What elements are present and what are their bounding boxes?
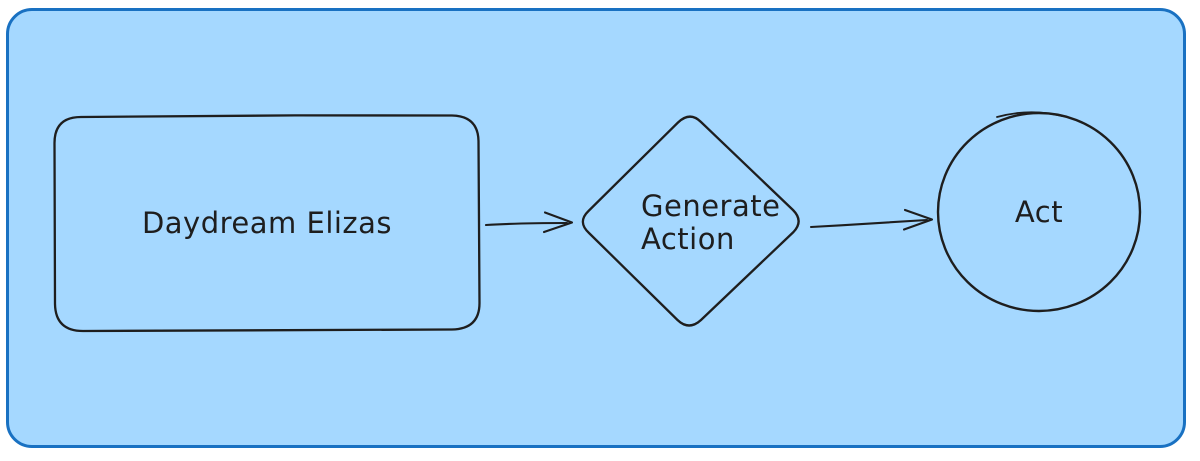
node-label-act: Act <box>1014 194 1064 229</box>
node-label-daydream-elizas: Daydream Elizas <box>141 206 393 240</box>
node-label-generate-action: Generate Action <box>641 189 781 256</box>
